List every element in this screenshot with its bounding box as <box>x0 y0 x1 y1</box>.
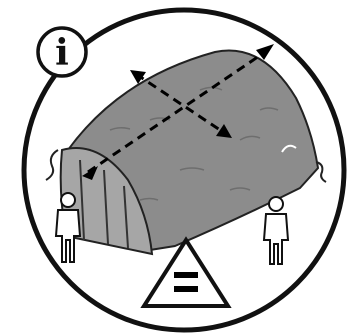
info-glyph: i <box>55 32 69 74</box>
equals-bar-bottom <box>174 286 198 292</box>
equals-bar-top <box>174 272 198 278</box>
info-badge: i <box>38 28 86 76</box>
